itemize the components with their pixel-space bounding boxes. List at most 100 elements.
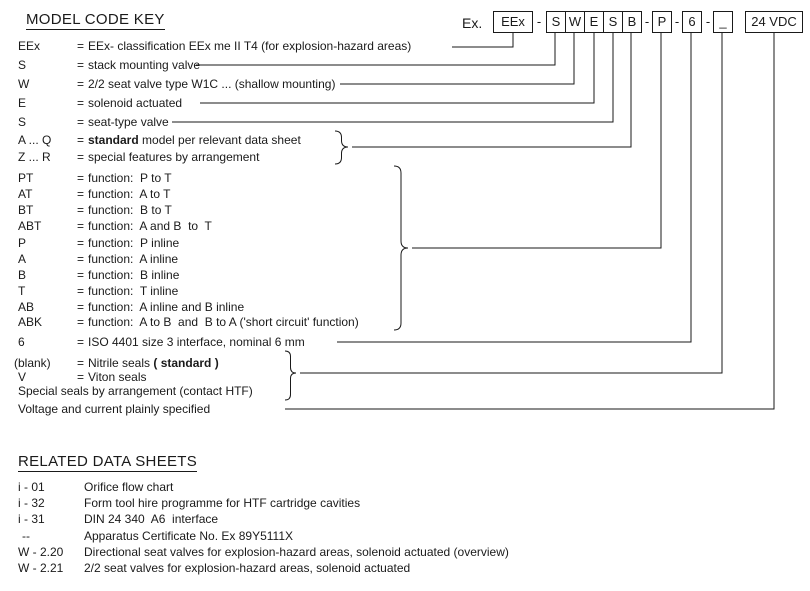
equals-sign: =: [77, 187, 85, 201]
code-box-p: P: [652, 11, 672, 33]
code-box-letter-b: B: [622, 11, 642, 33]
key-code: S: [18, 115, 27, 129]
sheet-description: Directional seat valves for explosion-ha…: [84, 545, 509, 559]
dash-separator: -: [674, 14, 680, 29]
equals-sign: =: [77, 300, 85, 314]
sheet-code: i - 31: [18, 512, 45, 526]
key-row-eex: EEx=EEx- classification EEx me II T4 (fo…: [0, 38, 810, 54]
key-description: special features by arrangement: [88, 150, 260, 164]
key-row-blank: (blank) =Nitrile seals ( standard ): [0, 355, 810, 371]
key-code: S: [18, 58, 27, 72]
key-code: V: [18, 370, 27, 384]
sheet-code: i - 01: [18, 480, 45, 494]
key-description: standard model per relevant data sheet: [88, 132, 301, 148]
key-code: 6: [18, 335, 25, 349]
key-description: function: P to T: [88, 171, 172, 185]
key-description: function: A to B and B to A ('short circ…: [88, 315, 359, 329]
sheet-description: Form tool hire programme for HTF cartrid…: [84, 496, 361, 510]
equals-sign: =: [77, 203, 85, 217]
key-code: P: [18, 236, 27, 250]
related-data-sheets-title: RELATED DATA SHEETS: [18, 453, 198, 472]
equals-sign: =: [77, 219, 85, 233]
key-description: function: A and B to T: [88, 219, 212, 233]
equals-sign: =: [77, 356, 85, 370]
key-code: AB: [18, 300, 35, 314]
key-row-6: 6=ISO 4401 size 3 interface, nominal 6 m…: [0, 334, 810, 350]
equals-sign: =: [77, 96, 85, 110]
key-code: (blank): [14, 356, 51, 370]
code-box-eex: EEx: [493, 11, 533, 33]
key-row-abk: ABK =function: A to B and B to A ('short …: [0, 314, 810, 330]
key-code: Z ... R: [18, 150, 51, 164]
key-description: function: P inline: [88, 236, 180, 250]
equals-sign: =: [77, 252, 85, 266]
key-row-t: T=function: T inline: [0, 283, 810, 299]
key-description-rest: model per relevant data sheet: [138, 133, 301, 147]
key-row-voltage: Voltage and current plainly specified: [0, 401, 810, 417]
sheet-description: DIN 24 340 A6 interface: [84, 512, 219, 526]
key-description: 2/2 seat valve type W1C ... (shallow mou…: [88, 77, 336, 91]
key-row-w: W =2/2 seat valve type W1C ... (shallow m…: [0, 76, 810, 92]
key-description: function: A inline and B inline: [88, 300, 245, 314]
code-letter-boxes: S W E S B: [546, 11, 642, 33]
equals-sign: =: [77, 77, 85, 91]
key-code: T: [18, 284, 26, 298]
key-row-b: B=function: B inline: [0, 267, 810, 283]
related-row-i01: i - 01 Orifice flow chart: [0, 479, 810, 495]
sheet-description: Orifice flow chart: [84, 480, 174, 494]
key-code: A: [18, 252, 27, 266]
equals-sign: =: [77, 39, 85, 53]
code-box-6: 6: [682, 11, 702, 33]
dash-separator: -: [536, 14, 542, 29]
key-row-bt: BT =function: B to T: [0, 202, 810, 218]
sheet-code: W - 2.20: [18, 545, 64, 559]
key-code: ABK: [18, 315, 43, 329]
key-description: function: B inline: [88, 268, 180, 282]
key-description: Voltage and current plainly specified: [18, 402, 211, 416]
key-description-pre: Nitrile seals: [88, 356, 154, 370]
sheet-code: W - 2.21: [18, 561, 64, 575]
related-row-i31: i - 31 DIN 24 340 A6 interface: [0, 511, 810, 527]
key-row-a: A =function: A inline: [0, 251, 810, 267]
key-code: W: [18, 77, 30, 91]
key-description: Nitrile seals ( standard ): [88, 355, 219, 371]
equals-sign: =: [77, 150, 85, 164]
equals-sign: =: [77, 133, 85, 147]
equals-sign: =: [77, 315, 85, 329]
key-description-bold: standard: [88, 133, 139, 147]
key-row-e: E=solenoid actuated: [0, 95, 810, 111]
equals-sign: =: [77, 171, 85, 185]
key-description: Special seals by arrangement (contact HT…: [18, 384, 253, 398]
sheet-code: i - 32: [18, 496, 45, 510]
key-row-v: V=Viton seals: [0, 369, 810, 385]
code-box-voltage: 24 VDC: [745, 11, 803, 33]
key-description: function: T inline: [88, 284, 179, 298]
key-description: ISO 4401 size 3 interface, nominal 6 mm: [88, 335, 305, 349]
code-box-letter-s1: S: [546, 11, 566, 33]
key-description: function: B to T: [88, 203, 172, 217]
key-description: EEx- classification EEx me II T4 (for ex…: [88, 39, 412, 53]
key-code: B: [18, 268, 27, 282]
code-box-letter-w: W: [565, 11, 585, 33]
dash-separator: -: [644, 14, 650, 29]
key-code: E: [18, 96, 27, 110]
key-row-special-seals: Special seals by arrangement (contact HT…: [0, 383, 810, 399]
key-row-s-stack: S =stack mounting valve: [0, 57, 810, 73]
related-row-i32: i - 32 Form tool hire programme for HTF c…: [0, 495, 810, 511]
key-description: function: A to T: [88, 187, 171, 201]
dash-separator: -: [705, 14, 711, 29]
key-row-aq: A ... Q =standard model per relevant data…: [0, 132, 810, 148]
page-title: MODEL CODE KEY: [26, 11, 165, 30]
key-row-ab: AB =function: A inline and B inline: [0, 299, 810, 315]
sheet-description: Apparatus Certificate No. Ex 89Y5111X: [84, 529, 294, 543]
equals-sign: =: [77, 58, 85, 72]
key-code: A ... Q: [18, 133, 52, 147]
key-code: BT: [18, 203, 34, 217]
key-description: Viton seals: [88, 370, 147, 384]
code-box-letter-s2: S: [603, 11, 623, 33]
example-label: Ex.: [462, 15, 483, 31]
key-description: stack mounting valve: [88, 58, 201, 72]
key-description-bold: ( standard ): [153, 356, 219, 370]
key-description: function: A inline: [88, 252, 179, 266]
